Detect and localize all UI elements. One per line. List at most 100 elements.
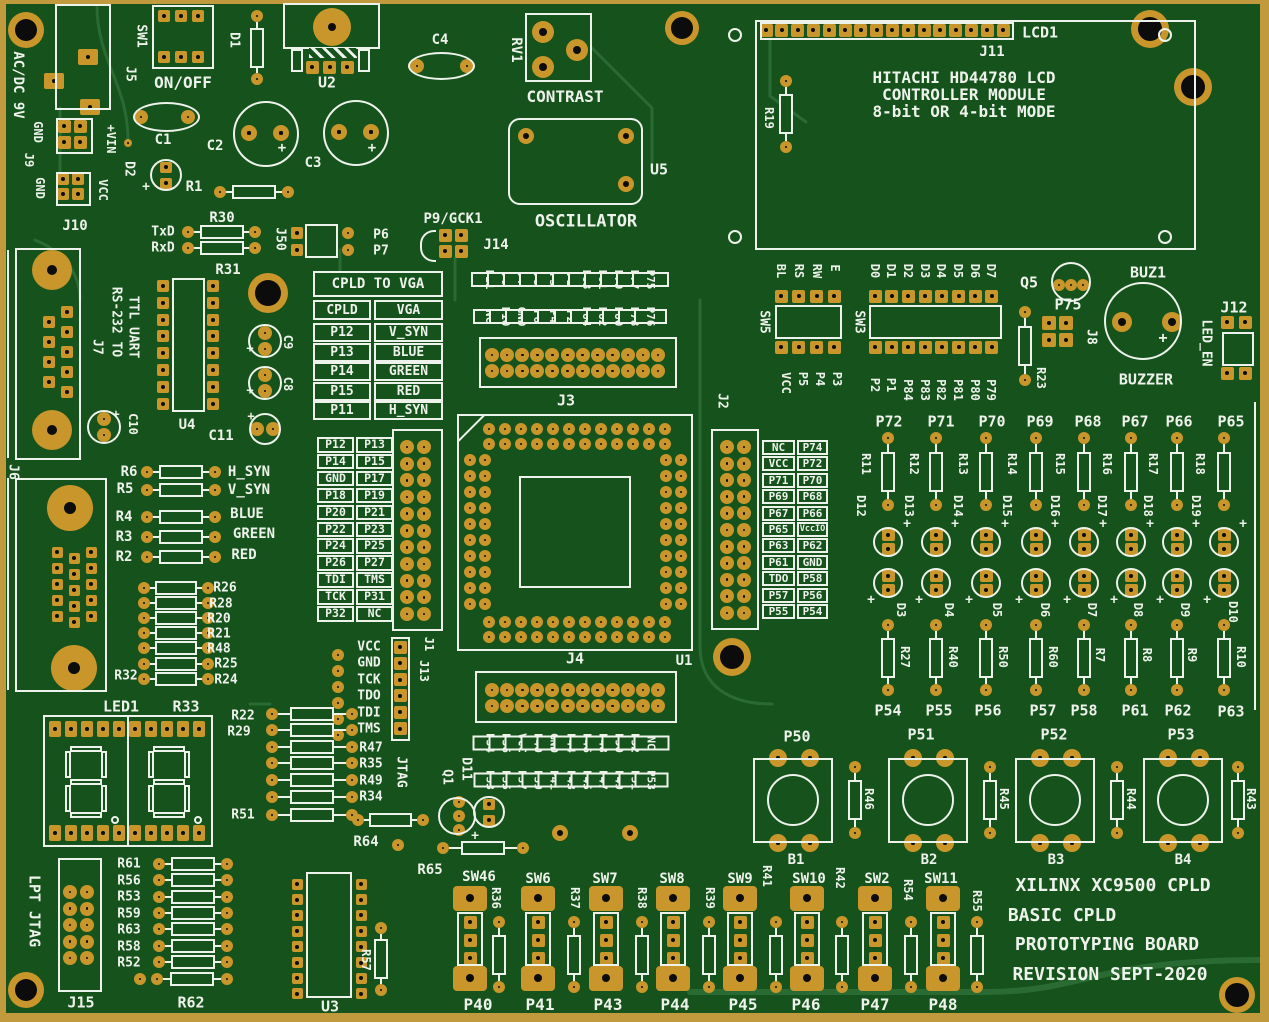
pad-hole bbox=[405, 495, 409, 499]
pad-hole bbox=[85, 956, 89, 960]
pad-hole bbox=[811, 28, 816, 32]
pad-hole bbox=[85, 907, 89, 910]
silk-circle bbox=[1162, 568, 1192, 598]
pad-hole bbox=[1064, 321, 1068, 325]
label-xilinx-xc9500-cpld: XILINX XC9500 CPLD bbox=[1015, 875, 1211, 896]
pad-hole bbox=[270, 778, 274, 782]
pad-hole bbox=[157, 878, 161, 882]
label-d10: D10 bbox=[1226, 601, 1240, 623]
silk-circle bbox=[87, 410, 121, 444]
pad-hole bbox=[78, 124, 82, 128]
silk-outline bbox=[727, 912, 753, 966]
pad-hole bbox=[503, 442, 507, 446]
pad-hole bbox=[1222, 623, 1226, 627]
pad-hole bbox=[631, 635, 635, 639]
silk-outline bbox=[283, 3, 380, 49]
pad-hole bbox=[725, 578, 729, 582]
pad-hole bbox=[206, 646, 210, 650]
pad-hole bbox=[583, 427, 587, 431]
pad-hole bbox=[179, 14, 183, 18]
pad-hole bbox=[466, 894, 474, 902]
pad-hole bbox=[611, 704, 615, 708]
pad-hole bbox=[350, 761, 354, 765]
pad-hole bbox=[47, 380, 51, 384]
resistor-body bbox=[155, 611, 197, 625]
pad-hole bbox=[72, 572, 76, 576]
table-cell: P71 bbox=[762, 472, 795, 488]
label-d7: D7 bbox=[1085, 602, 1099, 618]
table-cell: P55 bbox=[762, 604, 795, 619]
pad-hole bbox=[551, 635, 555, 639]
silk-circle bbox=[233, 101, 299, 167]
resistor-body bbox=[171, 890, 215, 904]
table-cell: P62 bbox=[797, 538, 828, 554]
label-sw9: SW9 bbox=[727, 871, 753, 887]
pad-hole bbox=[615, 442, 619, 446]
table-cell: P13 bbox=[313, 342, 371, 362]
pad-hole bbox=[295, 897, 299, 902]
silk-outline bbox=[593, 912, 619, 966]
pad-hole bbox=[350, 778, 354, 782]
pad-hole bbox=[774, 920, 778, 924]
silk-circle bbox=[767, 774, 819, 826]
label-p81: P81 bbox=[951, 379, 965, 401]
resistor-body bbox=[904, 934, 918, 975]
label-c8: C8 bbox=[281, 376, 295, 392]
pad-hole bbox=[405, 612, 409, 616]
pad-hole bbox=[225, 911, 229, 915]
pad-hole bbox=[85, 831, 89, 835]
label-tms: TMS bbox=[357, 721, 381, 737]
pad-hole bbox=[663, 427, 667, 431]
drill-hole-center bbox=[47, 425, 57, 435]
label-r57: R57 bbox=[359, 949, 373, 971]
label-sw2: SW2 bbox=[864, 871, 890, 887]
label-controller-module: CONTROLLER MODULE bbox=[882, 85, 1046, 104]
label-d5: D5 bbox=[951, 263, 965, 279]
pad-hole bbox=[581, 353, 584, 357]
pad-hole bbox=[225, 977, 229, 981]
pad-hole bbox=[596, 704, 600, 708]
pad-hole bbox=[975, 985, 979, 989]
pad-hole bbox=[55, 598, 59, 602]
drill-hole-center bbox=[627, 830, 633, 836]
pad-hole bbox=[398, 693, 402, 698]
label-: + bbox=[1110, 592, 1118, 608]
pad-hole bbox=[53, 831, 57, 835]
pad-hole bbox=[117, 727, 121, 731]
pad-hole bbox=[270, 728, 274, 732]
pad-hole bbox=[572, 985, 576, 989]
pad-hole bbox=[295, 882, 299, 886]
label-r44: R44 bbox=[1124, 788, 1138, 810]
label-: + bbox=[903, 516, 911, 532]
pad-hole bbox=[551, 442, 555, 446]
pad-hole bbox=[725, 528, 729, 532]
label-p46: P46 bbox=[791, 995, 821, 1014]
silk-circle bbox=[1209, 568, 1239, 598]
table-cell: TCK bbox=[317, 589, 354, 605]
label-p67: P67 bbox=[1121, 412, 1149, 431]
table-cell: P54 bbox=[797, 604, 828, 619]
pad-hole bbox=[422, 562, 426, 566]
silk-outline bbox=[291, 49, 303, 72]
pad-hole bbox=[984, 688, 988, 692]
label-vcc: VCC bbox=[96, 179, 110, 201]
pad-hole bbox=[1236, 765, 1240, 769]
pad-hole bbox=[161, 368, 165, 372]
pad-hole bbox=[206, 677, 210, 681]
silk-outline bbox=[306, 872, 352, 998]
pad-hole bbox=[602, 894, 610, 902]
pad-hole bbox=[1034, 688, 1038, 692]
resistor-body bbox=[983, 780, 997, 820]
pad-hole bbox=[142, 601, 146, 605]
label-sw6: SW6 bbox=[525, 871, 551, 887]
pad-hole bbox=[1175, 688, 1179, 692]
resistor-body bbox=[155, 581, 197, 595]
pad-hole bbox=[796, 294, 801, 298]
pad-hole bbox=[989, 294, 994, 298]
label-r6: R6 bbox=[120, 464, 138, 480]
pad-hole bbox=[873, 294, 877, 298]
pad-hole bbox=[350, 813, 354, 817]
label-p9-gck1: P9/GCK1 bbox=[423, 211, 483, 227]
pad-hole bbox=[725, 495, 729, 499]
